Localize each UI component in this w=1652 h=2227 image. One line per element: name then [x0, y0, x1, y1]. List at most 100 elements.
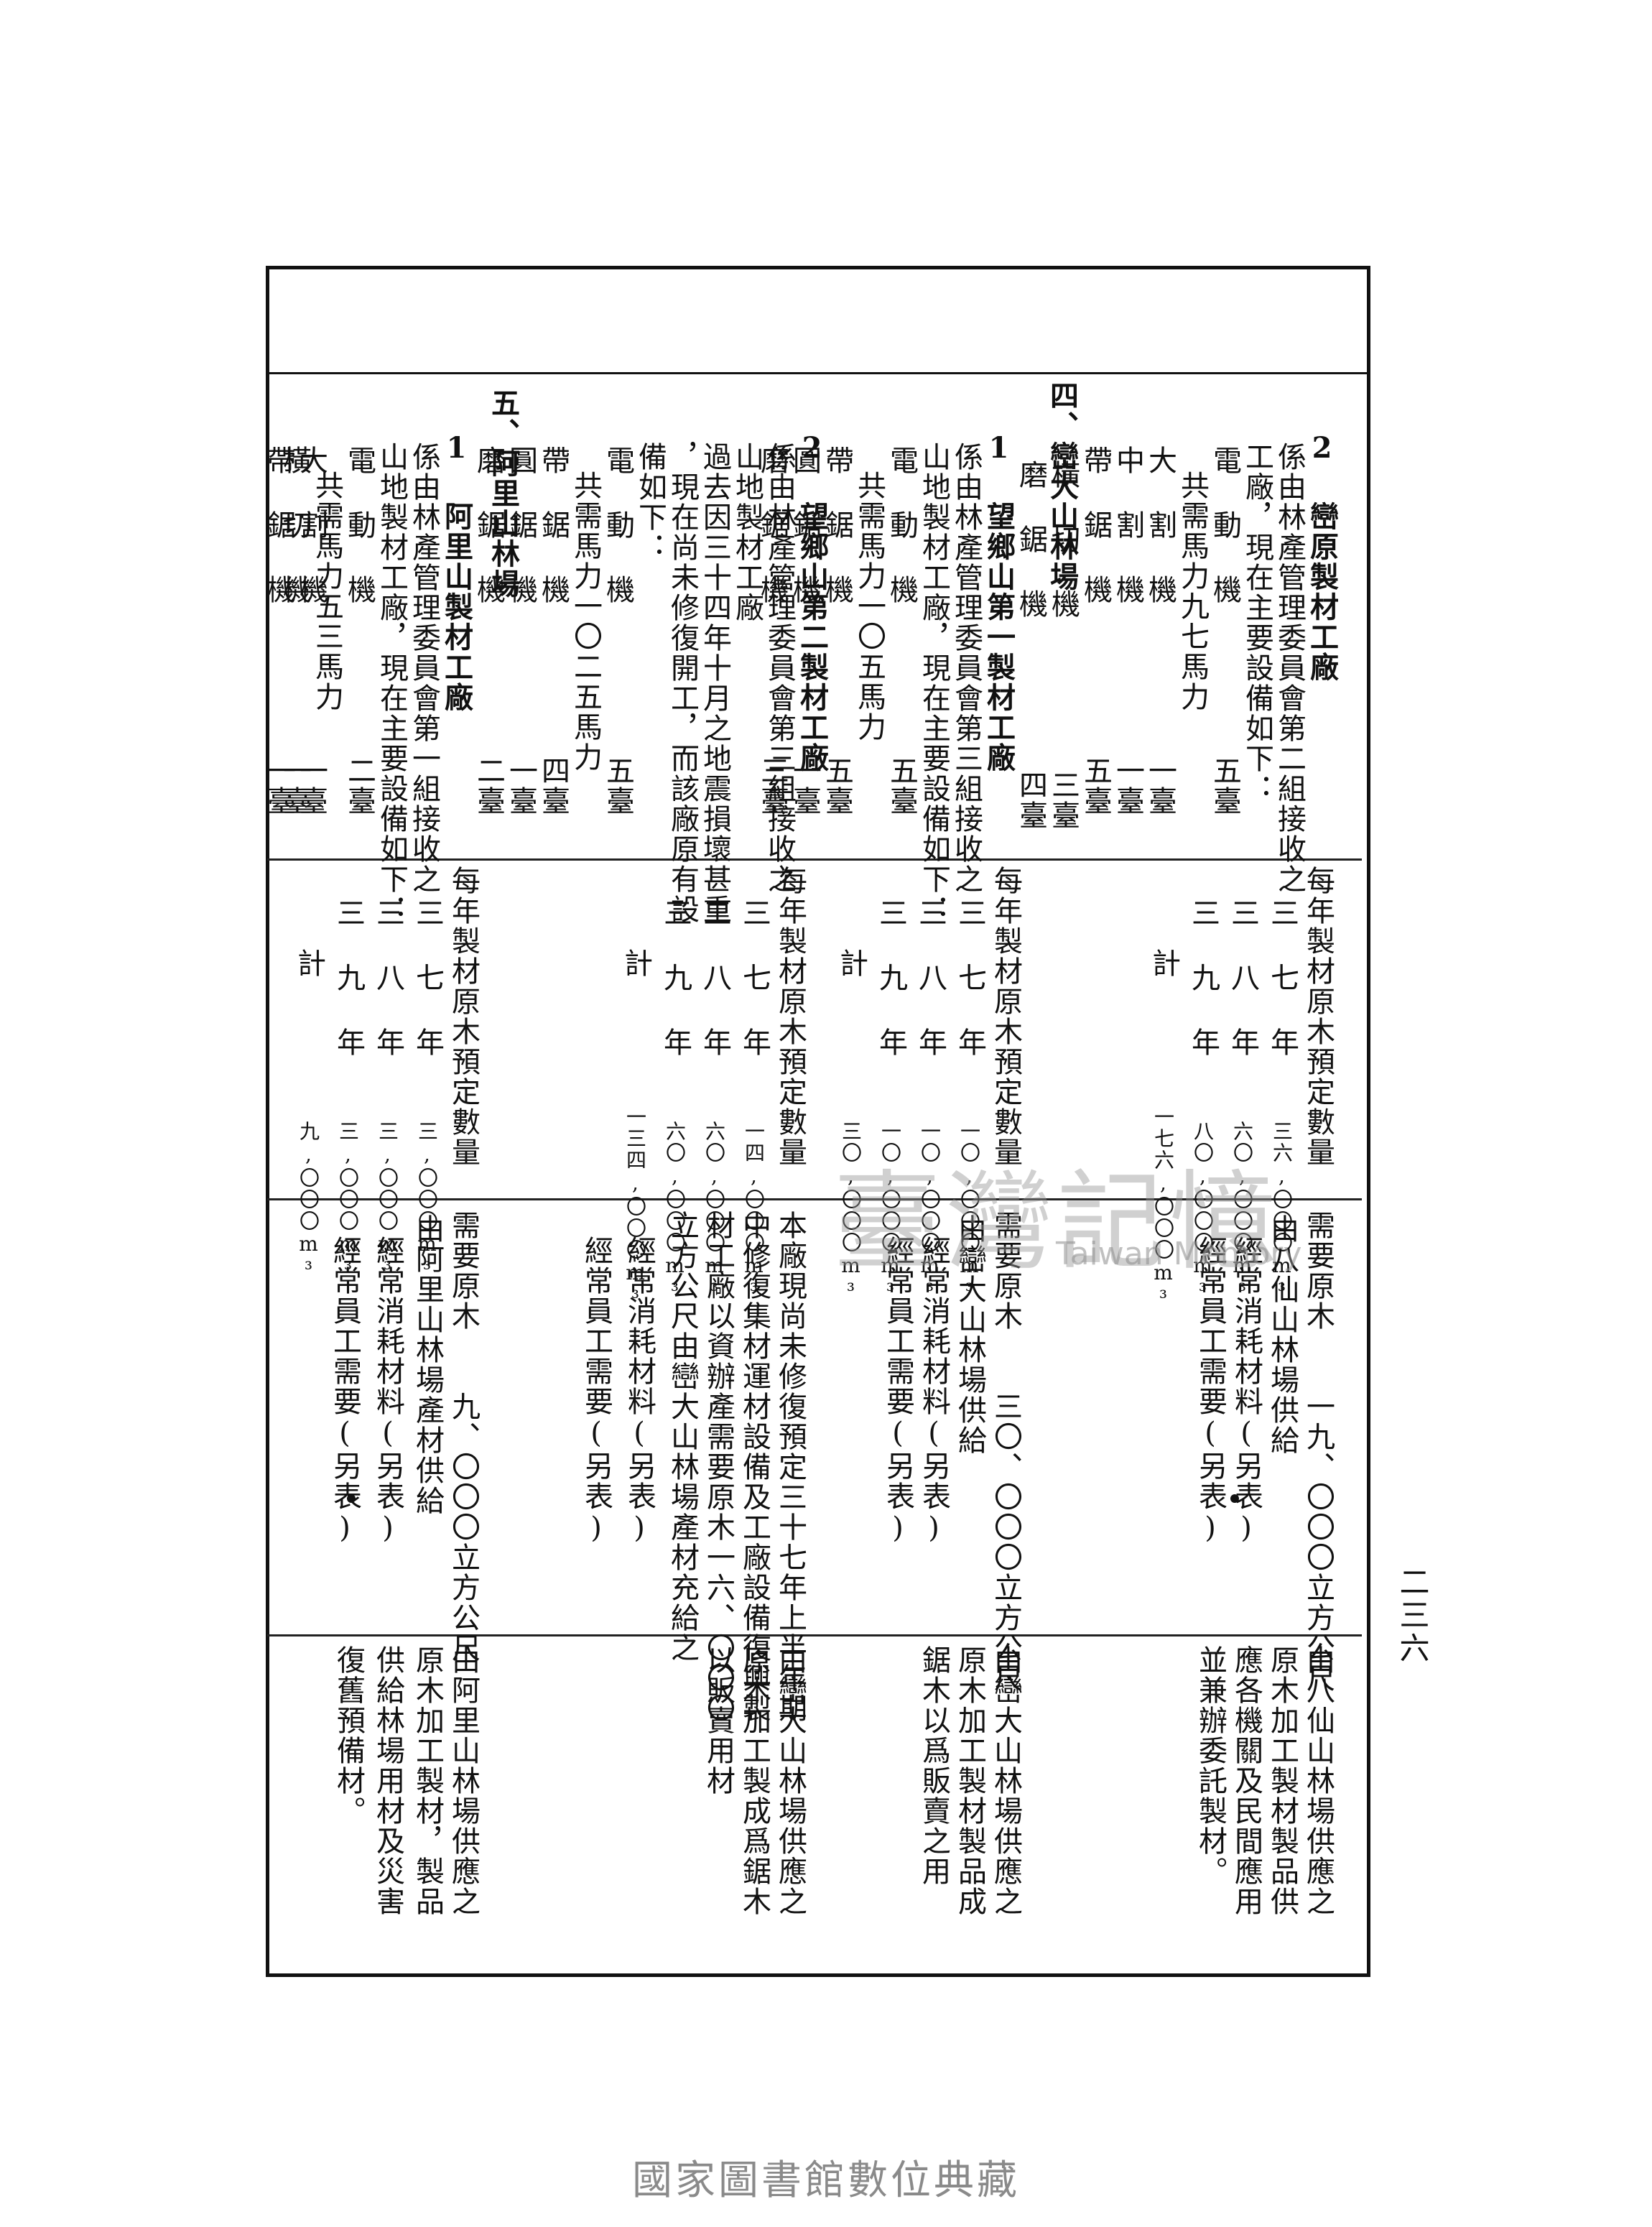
col2-year: 三 八 年: [914, 898, 947, 1057]
col3-line: 需要原木 九、〇〇〇立方公尺: [447, 1210, 480, 1663]
col1-line: 山地製材工廠，現在主要設備如下：: [375, 442, 408, 925]
col1-line: 電 動 機 五臺: [601, 445, 634, 816]
col1-line: 電 動 機 二臺: [343, 445, 376, 816]
col4-line: 由巒大山林場供應之: [774, 1645, 807, 1917]
col1-line: 1 阿里山製材工廠: [440, 431, 473, 713]
col2-year: 三 八 年: [371, 898, 404, 1057]
column-divider-1: [267, 858, 1362, 861]
col2-header: 每年製材原木預定數量: [1301, 866, 1335, 1167]
col1-line: 大 割 機 一臺: [294, 445, 328, 816]
col1-line: 係由林產管理委員會第二組接收之: [1273, 442, 1306, 894]
col1-line: 山地製材工廠，現在主要設備如下：: [917, 442, 950, 925]
header-rule: [266, 372, 1370, 374]
col2-value: 一〇,〇〇〇m³: [918, 1121, 942, 1304]
col4-line: 應各機關及民間應用: [1230, 1645, 1263, 1917]
col3-line: 需要原木 一九、〇〇〇立方公尺: [1301, 1210, 1335, 1693]
col1-line: 係由林產管理委員會第三組接收之: [950, 442, 983, 894]
col1-line: 工廠，現在主要設備如下：: [1240, 442, 1273, 804]
col1-line: ，現在尚未修復開工，而該廠原有設: [666, 442, 699, 925]
col2-value: 一三四,〇〇〇m³: [623, 1106, 647, 1311]
footer-collection-label: 國家圖書館數位典藏: [632, 2157, 1020, 2204]
col1-line: 係由林產管理委員會第三組接收之: [763, 442, 796, 894]
col4-line: 供給林場用材及災害: [371, 1645, 404, 1917]
col2-header: 每年製材原木預定數量: [447, 866, 480, 1167]
col2-value: 六〇,〇〇〇m³: [702, 1121, 726, 1304]
col1-line: 共需馬力五三馬力: [310, 471, 343, 712]
col2-value: 六〇,〇〇〇m³: [1230, 1121, 1254, 1304]
section-4-heading: 四、巒大山林場: [1045, 381, 1079, 592]
col2-value: 三,〇〇〇m³: [336, 1121, 360, 1282]
col1-line: 磨 鋸 機 四臺: [1014, 460, 1047, 830]
col1-line: 山地製材工廠: [730, 442, 764, 623]
section-5-heading: 五、阿里山林場: [486, 388, 520, 599]
col1-line: 係由林產管理委員會第一組接收之: [407, 442, 440, 894]
col1-line: 電 動 機 五臺: [1208, 445, 1241, 816]
bullet-dot: [1230, 1494, 1239, 1503]
col1-line: 共需馬力一〇二五馬力: [569, 471, 602, 772]
col2-value: 三〇,〇〇〇m³: [839, 1121, 863, 1304]
column-divider-3: [267, 1634, 1362, 1636]
column-divider-2: [267, 1198, 1362, 1200]
col3-line: 經常員工需要(另表): [328, 1236, 361, 1546]
col2-total: 計: [835, 948, 868, 978]
col1-line: 共需馬力九七馬力: [1176, 471, 1209, 712]
col2-year: 三 八 年: [698, 898, 731, 1057]
col3-line: 立方公尺由巒大山林場產材充給之: [666, 1210, 699, 1663]
page-number: 二三六: [1395, 1566, 1430, 1665]
col1-line: 共需馬力一〇五馬力: [853, 471, 886, 742]
col1-line: 2 望鄉山第二製材工廠: [795, 431, 829, 773]
col3-line: 需要原木 三〇、〇〇〇立方公尺: [989, 1210, 1022, 1693]
col3-line: 經常員工需要(另表): [580, 1236, 613, 1546]
col4-line: 原木加工製成爲鋸木: [738, 1645, 771, 1917]
col1-line: 大 割 機 一臺: [1143, 445, 1177, 816]
col3-line: 中修復集材運材設備及工廠設備復興製: [738, 1210, 771, 1723]
col2-value: 一〇,〇〇〇m³: [957, 1121, 981, 1304]
col1-line: 帶 鋸 機 一臺: [262, 445, 295, 816]
col1-line: 橫 切 機 三臺: [1047, 460, 1080, 830]
col2-value: 一七六,〇〇〇m³: [1151, 1106, 1175, 1311]
col2-year: 三 九 年: [332, 898, 365, 1057]
col2-header: 每年製材原木預定數量: [774, 866, 807, 1167]
col4-line: 由阿里山林場供應之: [447, 1645, 480, 1917]
col3-line: 由巒大山林場供給: [953, 1214, 986, 1455]
col3-line: 由八仙山林場供給: [1266, 1214, 1299, 1455]
watermark-logo: 臺灣記憶: [833, 1160, 1282, 1285]
col1-line: 橫 切 機 一臺: [278, 445, 311, 816]
col2-total: 計: [619, 948, 652, 978]
bullet-dot: [347, 1494, 356, 1503]
col2-total: 計: [292, 948, 325, 978]
col2-year: 三 九 年: [1187, 898, 1220, 1057]
col2-year: 三 七 年: [1266, 898, 1299, 1057]
col3-line: 經常消耗材料(另表): [371, 1236, 404, 1546]
col3-line: 經常員工需要(另表): [881, 1236, 914, 1546]
col4-line: 原木加工製材製品成: [953, 1645, 986, 1917]
col2-year: 三 七 年: [953, 898, 986, 1057]
col2-year: 三 九 年: [659, 898, 692, 1057]
col1-line: 圓 鋸 機 一臺: [504, 445, 537, 816]
col4-line: 復舊預備材。: [332, 1645, 365, 1826]
col1-line: 中 割 機 一臺: [1111, 445, 1144, 816]
col3-line: 經常員工需要(另表): [1194, 1236, 1227, 1546]
col1-line: 1 望鄉山第一製材工廠: [982, 431, 1016, 773]
col3-line: 由阿里山林場產材供給: [411, 1214, 444, 1516]
col2-year: 三 七 年: [738, 898, 771, 1057]
col1-line: 2 巒原製材工廠: [1305, 431, 1339, 682]
col1-line: 磨 鋸 機 三臺: [756, 445, 789, 816]
col2-year: 三 七 年: [411, 898, 444, 1057]
col2-year: 三 八 年: [1226, 898, 1259, 1057]
col1-line: 帶 鋸 機 四臺: [537, 445, 570, 816]
col1-line: 帶 鋸 機 五臺: [1079, 445, 1112, 816]
col2-value: 八〇,〇〇〇m³: [1191, 1121, 1215, 1304]
col1-line: 帶 鋸 機 五臺: [820, 445, 853, 816]
col3-line: 經常消耗材料(另表): [917, 1236, 950, 1546]
col2-value: 三,〇〇〇m³: [415, 1121, 439, 1282]
col2-value: 六〇,〇〇〇m³: [663, 1121, 687, 1304]
col4-line: 由巒大山林場供應之: [989, 1645, 1022, 1917]
col2-value: 一〇,〇〇〇m³: [878, 1121, 902, 1304]
col2-value: 三,〇〇〇m³: [376, 1121, 399, 1282]
col4-line: 並兼辦委託製材。: [1194, 1645, 1227, 1886]
col1-line: 備如下：: [634, 442, 667, 562]
col1-line: 電 動 機 五臺: [885, 445, 918, 816]
col3-line: 材工廠以資辦產需要原木一六、〇〇〇: [702, 1210, 735, 1723]
col1-line: 圓 鋸 機 一臺: [788, 445, 821, 816]
